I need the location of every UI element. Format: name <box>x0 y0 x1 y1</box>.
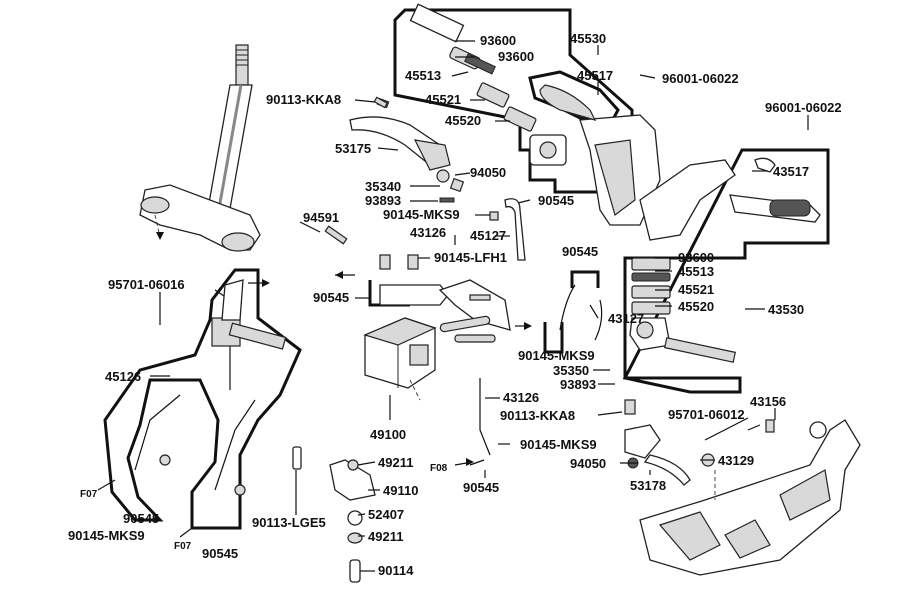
label-45127: 45127 <box>470 228 506 243</box>
label-96001-a: 96001-06022 <box>662 71 739 86</box>
label-45517: 45517 <box>577 68 613 83</box>
label-52407: 52407 <box>368 507 404 522</box>
label-f07-b: F07 <box>174 541 192 552</box>
label-93600-b: 93600 <box>498 49 534 64</box>
label-f07-a: F07 <box>80 489 98 500</box>
label-90145-mks9-c: 90145-MKS9 <box>520 437 597 452</box>
label-43126-a: 43126 <box>410 225 446 240</box>
label-93893-a: 93893 <box>365 193 401 208</box>
label-45520-a: 45520 <box>445 113 481 128</box>
label-90545-b: 90545 <box>562 244 598 259</box>
label-93600-c: 93600 <box>678 250 714 265</box>
label-45530: 45530 <box>570 31 606 46</box>
swingarm <box>639 419 861 576</box>
label-43517: 43517 <box>773 164 809 179</box>
label-90545-e: 90545 <box>123 511 159 526</box>
label-53175: 53175 <box>335 141 371 156</box>
label-45513-b: 45513 <box>678 264 714 279</box>
handlebar <box>539 84 821 241</box>
brake-lever-left <box>349 97 451 171</box>
label-43530: 43530 <box>768 302 804 317</box>
label-f08: F08 <box>430 463 448 474</box>
label-45521-b: 45521 <box>678 282 714 297</box>
label-90545-c: 90545 <box>313 290 349 305</box>
label-49211-a: 49211 <box>378 455 413 470</box>
label-49100: 49100 <box>370 427 406 442</box>
label-45513-a: 45513 <box>405 68 441 83</box>
master-cylinder-upper <box>409 3 567 166</box>
bracket-90545-mid <box>570 270 600 288</box>
label-90113-kka8-b: 90113-KKA8 <box>500 408 575 423</box>
leader-lines <box>97 40 809 572</box>
steering-stem <box>139 44 261 252</box>
bracket-45530 <box>393 8 634 194</box>
label-90113-lge5: 90113-LGE5 <box>252 515 326 530</box>
center-fasteners <box>324 96 526 343</box>
master-cylinder-lower <box>629 257 736 363</box>
label-95701-b: 95701-06012 <box>668 407 745 422</box>
label-45126: 45126 <box>105 369 141 384</box>
label-96001-b: 96001-06022 <box>765 100 842 115</box>
label-45520-b: 45520 <box>678 299 714 314</box>
label-43156: 43156 <box>750 394 786 409</box>
label-94591: 94591 <box>303 210 339 225</box>
label-90113-kka8-a: 90113-KKA8 <box>266 92 341 107</box>
label-43126-b: 43126 <box>503 390 539 405</box>
bracket-43517 <box>622 148 830 394</box>
brake-hoses <box>134 279 603 496</box>
label-90545-a: 90545 <box>538 193 574 208</box>
label-90145-mks9-b: 90145-MKS9 <box>518 348 595 363</box>
brake-lever-right <box>624 399 775 486</box>
label-90545-f: 90545 <box>202 546 238 561</box>
label-49110: 49110 <box>383 483 418 498</box>
label-93600-a: 93600 <box>480 33 516 48</box>
label-35340: 35340 <box>365 179 401 194</box>
label-43129: 43129 <box>718 453 754 468</box>
label-45521-a: 45521 <box>425 92 461 107</box>
label-90145-mks9-a: 90145-MKS9 <box>383 207 460 222</box>
label-90114: 90114 <box>378 563 414 578</box>
label-95701-a: 95701-06016 <box>108 277 185 292</box>
label-90145-mks9-d: 90145-MKS9 <box>68 528 145 543</box>
label-43127: 43127 <box>608 311 644 326</box>
label-49211-b: 49211 <box>368 529 403 544</box>
label-53178: 53178 <box>630 478 666 493</box>
abs-module <box>363 317 437 401</box>
mount-bracket <box>292 446 376 583</box>
bracket-45126 <box>103 268 302 530</box>
label-90145-lfh1: 90145-LFH1 <box>434 250 507 265</box>
label-35350: 35350 <box>553 363 589 378</box>
label-94050-a: 94050 <box>470 165 506 180</box>
part-labels: 45530 93600 93600 45513 45517 96001-0602… <box>68 31 842 578</box>
label-94050-b: 94050 <box>570 456 606 471</box>
bracket-90145-mks9-mid <box>543 322 564 354</box>
label-90545-d: 90545 <box>463 480 499 495</box>
label-93893-b: 93893 <box>560 377 596 392</box>
